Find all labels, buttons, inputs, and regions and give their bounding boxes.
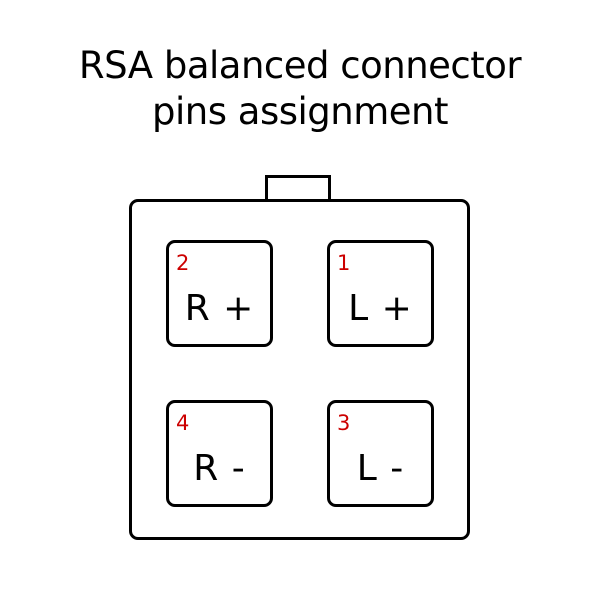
pin-1-label: L + (348, 288, 413, 329)
pin-2-socket: 2 R + (166, 240, 273, 347)
diagram-title-line-2: pins assignment (152, 90, 448, 133)
pin-3-label: L - (356, 448, 405, 489)
pin-4-label: R - (193, 448, 246, 489)
pin-1-number: 1 (337, 251, 351, 275)
pin-2-number: 2 (176, 251, 190, 275)
pin-4-number: 4 (176, 411, 190, 435)
pin-1-socket: 1 L + (327, 240, 434, 347)
pin-4-socket: 4 R - (166, 400, 273, 507)
pin-3-socket: 3 L - (327, 400, 434, 507)
connector-latch (265, 175, 331, 203)
pin-2-label: R + (184, 288, 255, 329)
pin-3-number: 3 (337, 411, 351, 435)
diagram-title-line-1: RSA balanced connector (78, 44, 522, 87)
